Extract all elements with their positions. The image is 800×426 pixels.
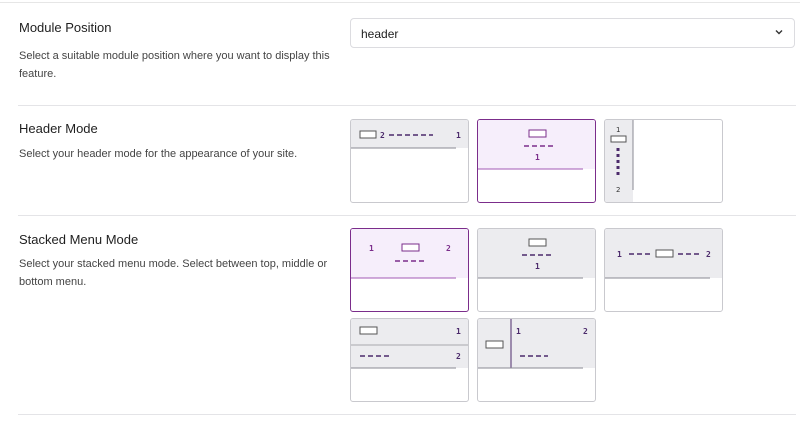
module-position-select[interactable]: header — [350, 18, 795, 48]
header-mode-option-sidebar[interactable]: 1 2 — [604, 119, 723, 203]
menu-mark-1: 1 — [616, 126, 620, 134]
menu-mark-2: 2 — [706, 250, 711, 259]
stacked-menu-option-logo-left-divider[interactable]: 1 2 — [477, 318, 596, 402]
menu-mark-1: 1 — [535, 153, 540, 162]
stacked-menu-option-center-split[interactable]: 1 2 — [350, 228, 469, 312]
stacked-menu-mode-label: Stacked Menu Mode — [19, 232, 139, 247]
logo-left-divider-preview-icon: 1 2 — [478, 319, 595, 369]
header-mode-option-stacked[interactable]: 1 — [477, 119, 596, 203]
module-position-description: Select a suitable module position where … — [19, 50, 330, 80]
section-divider — [18, 215, 796, 216]
center-stacked-preview-icon: 1 — [478, 229, 595, 279]
center-inline-preview-icon: 1 2 — [605, 229, 722, 279]
menu-mark-1: 1 — [516, 327, 521, 336]
menu-mark-1: 1 — [456, 131, 461, 140]
center-split-preview-icon: 1 2 — [351, 229, 468, 279]
menu-mark-2: 2 — [380, 131, 385, 140]
top-divider — [0, 2, 800, 3]
section-divider — [18, 105, 796, 106]
module-position-label: Module Position — [19, 20, 112, 35]
section-divider — [18, 414, 796, 415]
menu-mark-1: 1 — [456, 327, 461, 336]
two-rows-preview-icon: 1 2 — [351, 319, 468, 369]
header-mode-description: Select your header mode for the appearan… — [19, 148, 298, 160]
header-mode-option-horizontal[interactable]: 2 1 — [350, 119, 469, 203]
menu-mark-1: 1 — [535, 262, 540, 271]
header-mode-label: Header Mode — [19, 121, 98, 136]
stacked-menu-option-center-inline[interactable]: 1 2 — [604, 228, 723, 312]
stacked-menu-mode-description: Select your stacked menu mode. Select be… — [19, 258, 328, 288]
sidebar-header-preview-icon: 1 2 — [605, 120, 634, 202]
menu-mark-1: 1 — [617, 250, 622, 259]
chevron-down-icon — [775, 30, 783, 35]
stacked-menu-option-two-rows[interactable]: 1 2 — [350, 318, 469, 402]
stacked-header-preview-icon: 1 — [478, 120, 595, 170]
menu-mark-2: 2 — [456, 352, 461, 361]
module-position-value: header — [361, 27, 399, 41]
menu-mark-2: 2 — [446, 244, 451, 253]
menu-mark-1: 1 — [369, 244, 374, 253]
menu-mark-2: 2 — [583, 327, 588, 336]
horizontal-header-preview-icon: 2 1 — [351, 120, 468, 149]
stacked-menu-option-center-stacked[interactable]: 1 — [477, 228, 596, 312]
menu-mark-2: 2 — [616, 186, 620, 194]
